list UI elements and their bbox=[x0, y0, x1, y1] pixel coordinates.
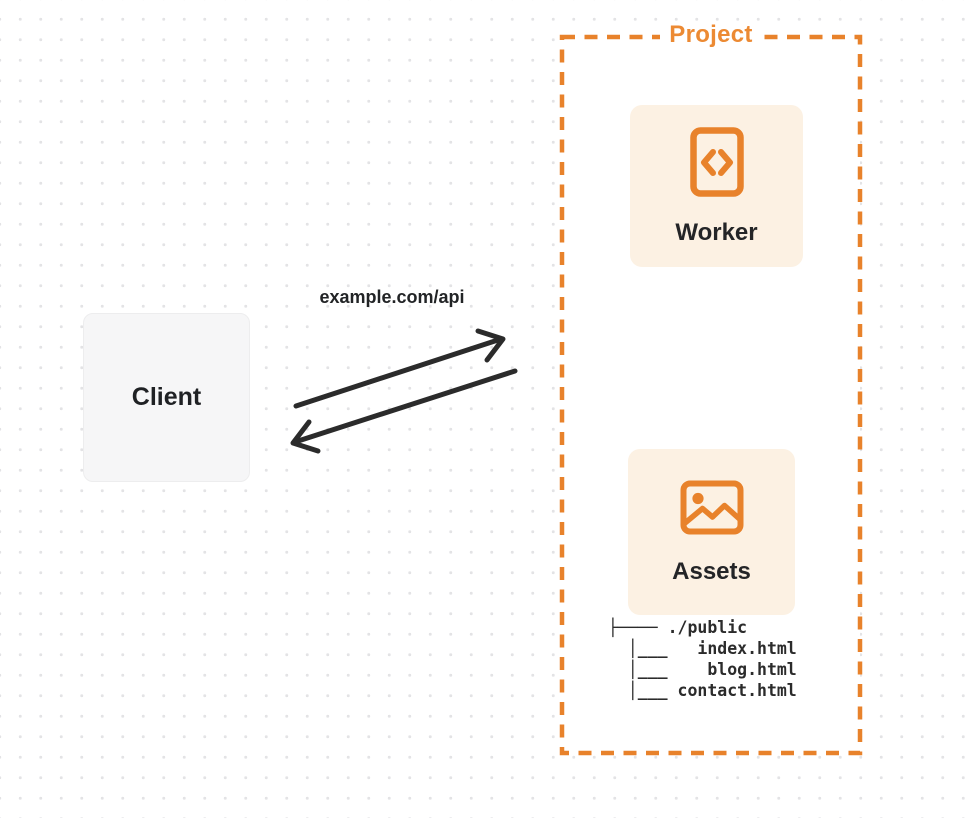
image-icon bbox=[680, 480, 743, 535]
request-arrowhead bbox=[475, 328, 506, 363]
file-tree-line: │___ contact.html bbox=[608, 681, 797, 700]
response-arrowhead bbox=[290, 419, 321, 454]
assets-node-label: Assets bbox=[672, 558, 751, 585]
project-label: Project bbox=[560, 21, 862, 49]
file-tree-line: │___ index.html bbox=[608, 639, 797, 658]
project-label-text: Project bbox=[660, 21, 762, 49]
worker-node: Worker bbox=[630, 105, 803, 267]
request-arrow bbox=[293, 328, 506, 409]
worker-node-label: Worker bbox=[675, 219, 758, 246]
file-tree-line: ├──── ./public bbox=[608, 618, 748, 637]
file-tree-line: │___ blog.html bbox=[608, 660, 797, 679]
assets-file-tree: ├──── ./public │___ index.html │___ blog… bbox=[608, 617, 797, 701]
response-arrow bbox=[290, 368, 518, 454]
code-file-icon bbox=[689, 127, 744, 197]
request-url-label: example.com/api bbox=[319, 287, 465, 307]
client-node: Client bbox=[83, 313, 250, 482]
client-node-label: Client bbox=[131, 383, 202, 411]
assets-node: Assets bbox=[628, 449, 795, 615]
